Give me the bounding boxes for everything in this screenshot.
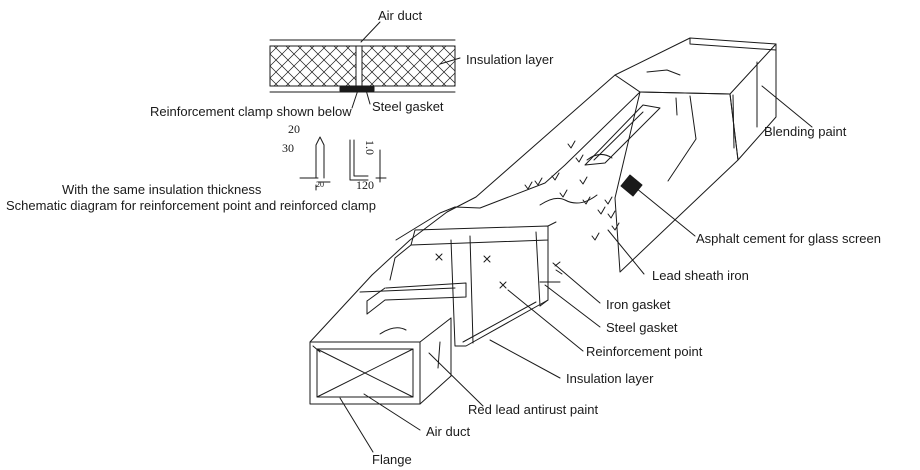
- leader-red-lead: [428, 352, 484, 407]
- leader-blending-paint: [761, 85, 813, 128]
- label-steel-gasket: Steel gasket: [606, 320, 678, 335]
- inset-leader-clamp: [351, 89, 359, 109]
- label-asphalt-cement: Asphalt cement for glass screen: [696, 231, 881, 246]
- clamp-profile-left: [299, 136, 331, 191]
- dim-30: 30: [282, 141, 294, 155]
- inset-clamp-label: Reinforcement clamp shown below: [150, 104, 352, 119]
- duct-gasket-section: [371, 206, 563, 347]
- leader-lead-sheath: [607, 229, 645, 275]
- inset-insulation-label: Insulation layer: [466, 52, 554, 67]
- inset-schematic-caption: Schematic diagram for reinforcement poin…: [6, 198, 376, 213]
- duct-far-section: [614, 37, 777, 161]
- duct-middle-section: [446, 74, 739, 273]
- inset-leader-air-duct: [360, 21, 381, 43]
- inset-air-duct-label: Air duct: [378, 8, 423, 23]
- label-insulation-layer: Insulation layer: [566, 371, 654, 386]
- inset-same-thickness: With the same insulation thickness: [62, 182, 262, 197]
- leader-insulation: [489, 339, 561, 379]
- clamp-profile-right: [349, 139, 387, 183]
- label-reinforcement-point: Reinforcement point: [586, 344, 703, 359]
- inset-leader-insulation: [439, 57, 461, 65]
- leader-steel-gasket: [544, 284, 601, 328]
- label-blending-paint: Blending paint: [764, 124, 847, 139]
- leader-flange: [339, 397, 374, 453]
- leader-reinforcement-point: [507, 289, 584, 352]
- label-iron-gasket: Iron gasket: [606, 297, 671, 312]
- label-lead-sheath-iron: Lead sheath iron: [652, 268, 749, 283]
- leader-air-duct: [363, 393, 421, 431]
- label-flange: Flange: [372, 452, 412, 467]
- leader-iron-gasket: [552, 262, 601, 304]
- label-red-lead-paint: Red lead antirust paint: [468, 402, 599, 417]
- duct-near-section: [309, 274, 467, 405]
- leader-asphalt-cement: [635, 187, 696, 237]
- inset-section: [269, 39, 456, 93]
- label-air-duct: Air duct: [426, 424, 471, 439]
- dim-10: 1.0: [363, 140, 377, 155]
- dim-120: 120: [356, 178, 374, 192]
- dim-20: 20: [288, 122, 300, 136]
- dim-small: 20: [316, 180, 324, 189]
- inset-leader-steel-gasket: [365, 89, 371, 105]
- inset-steel-gasket-label: Steel gasket: [372, 99, 444, 114]
